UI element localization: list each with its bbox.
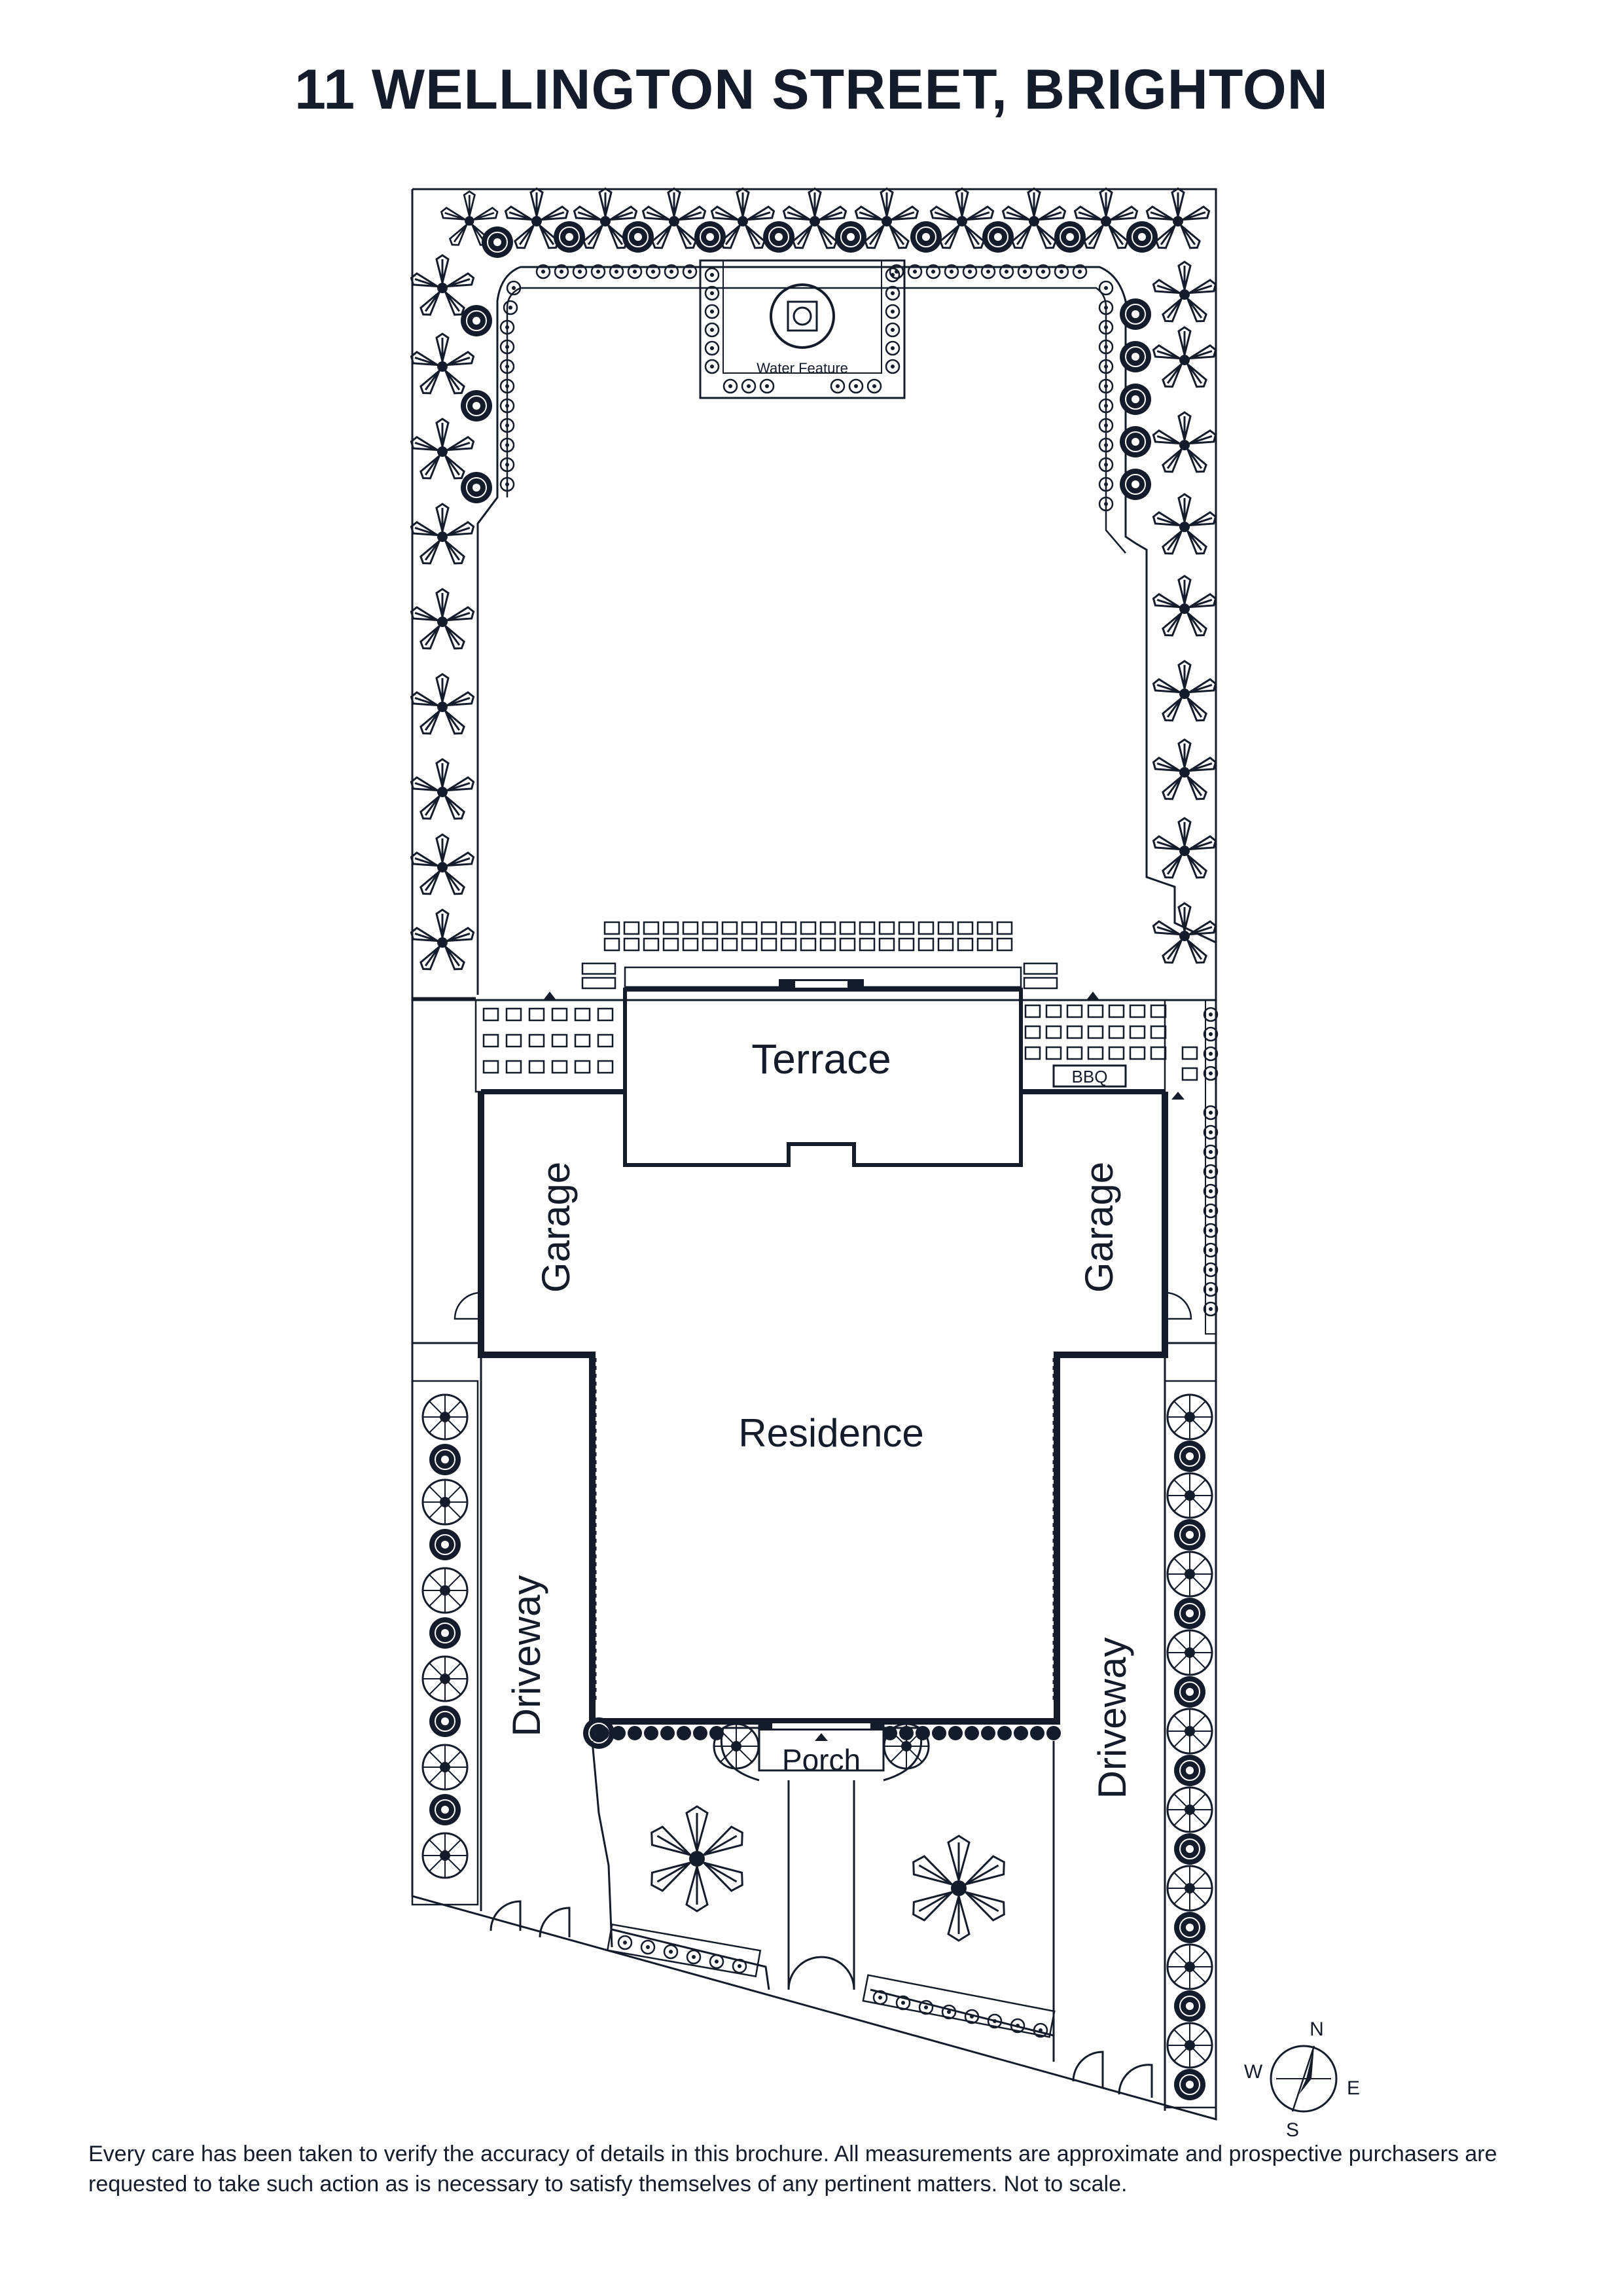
terrace-label: Terrace xyxy=(751,1035,891,1083)
compass-east: E xyxy=(1347,2077,1360,2099)
residence-label: Residence xyxy=(738,1411,924,1455)
border-plants-top xyxy=(438,187,1212,259)
compass-south: S xyxy=(1286,2119,1299,2141)
terrace: Terrace xyxy=(623,966,1023,1167)
compass-north: N xyxy=(1310,2018,1324,2040)
side-paving-left xyxy=(474,992,626,1093)
garage-right-label: Garage xyxy=(1077,1162,1121,1293)
page-title: 11 WELLINGTON STREET, BRIGHTON xyxy=(294,58,1329,121)
compass-west: W xyxy=(1244,2061,1263,2083)
bbq-label: BBQ xyxy=(1072,1067,1108,1086)
porch-label: Porch xyxy=(782,1743,861,1777)
disclaimer-text: Every care has been taken to verify the … xyxy=(88,2142,1497,2197)
lawn-edge-right xyxy=(520,266,1217,944)
front-garden xyxy=(490,1740,1153,2098)
side-strip-right xyxy=(1203,999,1219,1335)
water-feature-label: Water Feature xyxy=(757,360,848,376)
front-hedge xyxy=(582,1717,1061,1749)
lawn-edge-left xyxy=(476,266,521,995)
garage-left-label: Garage xyxy=(534,1162,578,1293)
front-garden-beds xyxy=(606,1805,1056,2038)
compass-rose: N E S W xyxy=(1244,2018,1360,2141)
border-plants-right xyxy=(1119,260,1219,967)
porch: Porch xyxy=(713,1720,930,1782)
property-boundary xyxy=(411,188,1217,2121)
driveway-right-label: Driveway xyxy=(1090,1638,1134,1799)
side-paving-right: BBQ xyxy=(1020,992,1198,1100)
driveway-left-label: Driveway xyxy=(505,1575,548,1737)
terrace-steps xyxy=(581,921,1058,990)
border-plants-left xyxy=(408,254,493,974)
residence-outline: Residence Garage Garage xyxy=(454,1089,1192,1725)
side-garden-left xyxy=(411,1380,479,1906)
water-feature: Water Feature xyxy=(699,259,906,399)
side-garden-right xyxy=(1164,1380,1217,2109)
